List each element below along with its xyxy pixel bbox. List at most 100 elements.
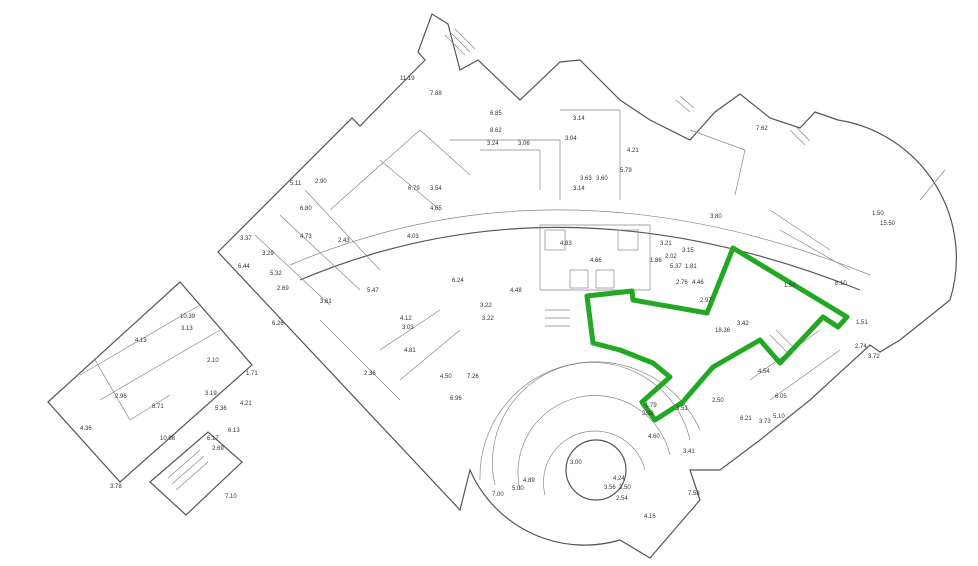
selected-area-highlight[interactable]	[584, 245, 850, 423]
dimension-label: 5.10	[773, 414, 785, 420]
dimension-label: 3.41	[683, 449, 695, 455]
dimension-label: 2.38	[642, 411, 654, 417]
dimension-label: 8.71	[152, 404, 164, 410]
dimension-label: 7.10	[225, 494, 237, 500]
dimension-label: 7.00	[492, 492, 504, 498]
dimension-label: 5.00	[512, 486, 524, 492]
dimension-label: 3.24	[487, 141, 499, 147]
dimension-label: 2.50	[712, 398, 724, 404]
dimension-label: 4.46	[692, 280, 704, 286]
dimension-label: 4.21	[627, 148, 639, 154]
annex-interior-walls	[79, 304, 221, 421]
dimension-label: 2.96	[115, 394, 127, 400]
dimension-label: 4.16	[644, 514, 656, 520]
dimension-label: 3.03	[402, 325, 414, 331]
dimension-label: 3.14	[573, 116, 585, 122]
dimension-label: 3.29	[262, 251, 274, 257]
dimension-label: 4.50	[440, 374, 452, 380]
dimension-label: 3.04	[565, 136, 577, 142]
dimension-label: 3.51	[676, 406, 688, 412]
dimension-label: 3.54	[430, 186, 442, 192]
dimension-label: 5.79	[620, 168, 632, 174]
dimension-label: 5.36	[215, 406, 227, 412]
dimension-label: 4.36	[80, 426, 92, 432]
dimension-label: 2.36	[364, 371, 376, 377]
dimension-label: 3.73	[759, 419, 771, 425]
dimension-label: 6.05	[775, 394, 787, 400]
main-building	[217, 13, 957, 559]
dimension-label: 8.62	[490, 128, 502, 134]
dimension-label: 3.60	[596, 176, 608, 182]
dimension-label: 4.65	[430, 206, 442, 212]
dimension-label: 5.37	[670, 264, 682, 270]
inner-curved-corridor-wall	[299, 226, 861, 291]
dimension-label: 10.98	[160, 436, 176, 442]
dimension-label: 7.58	[688, 491, 700, 497]
dimension-label: 1.81	[685, 264, 697, 270]
dimension-label: 2.10	[207, 358, 219, 364]
dimension-label: 2.97	[700, 298, 712, 304]
dimension-label: 2.74	[855, 344, 867, 350]
dimension-label: 15.50	[880, 221, 896, 227]
dimension-label: 3.37	[240, 236, 252, 242]
dimension-label: 4.13	[135, 338, 147, 344]
dimension-label: 4.81	[404, 348, 416, 354]
dimension-label: 3.56	[604, 485, 616, 491]
dimension-label: 6.13	[228, 428, 240, 434]
dimension-label: 3.06	[518, 141, 530, 147]
dimension-label: 3.22	[482, 316, 494, 322]
outer-curved-corridor-wall	[289, 209, 871, 276]
dimension-label: 1.50	[872, 211, 884, 217]
annex-building	[47, 281, 253, 516]
dimension-label: 6.79	[408, 186, 420, 192]
dimension-label: 3.22	[480, 303, 492, 309]
dimension-label: 3.61	[320, 299, 332, 305]
elevator-shaft	[544, 229, 566, 251]
dimension-label: 2.69	[277, 286, 289, 292]
dimension-label: 4.03	[407, 234, 419, 240]
dimension-label: 8.10	[835, 281, 847, 287]
dimension-label: 11.19	[400, 76, 415, 82]
central-rotunda	[565, 439, 627, 501]
annex-outline	[47, 281, 253, 483]
dimension-label: 4.66	[590, 258, 602, 264]
dimension-label: 3.50	[619, 485, 631, 491]
dimension-label: 6.21	[740, 416, 752, 422]
dimension-label: 1.50	[784, 283, 796, 289]
dimension-label: 4.60	[648, 434, 660, 440]
dimension-label: 4.21	[240, 401, 252, 407]
dimension-label: 1.86	[650, 258, 662, 264]
dimension-label: 6.80	[300, 206, 312, 212]
dimension-label: 6.44	[238, 264, 250, 270]
dimension-label: 6.24	[452, 278, 464, 284]
dimension-label: 4.24	[613, 476, 625, 482]
dimension-label: 3.13	[181, 326, 193, 332]
dimension-label: 3.19	[205, 391, 217, 397]
dimension-label: 2.90	[315, 179, 327, 185]
stairs	[444, 28, 811, 356]
dimension-label: 7.26	[467, 374, 479, 380]
interior-walls	[254, 109, 946, 401]
dimension-label: 2.76	[676, 280, 688, 286]
dimension-label: 3.63	[580, 176, 592, 182]
dimension-label: 4.48	[510, 288, 522, 294]
dimension-label: 4.12	[400, 316, 412, 322]
dimension-label: 6.17	[207, 436, 219, 442]
dimension-label: 6.96	[450, 396, 462, 402]
dimension-label: 3.80	[710, 214, 722, 220]
elevator-shaft	[617, 229, 639, 251]
auditorium-arcs	[479, 361, 701, 496]
dimension-label: 4.89	[523, 478, 535, 484]
dimension-label: 7.88	[430, 91, 442, 97]
dimension-label: 2.69	[212, 446, 224, 452]
dimension-label: 3.42	[737, 321, 749, 327]
dimension-label: 1.71	[246, 371, 258, 377]
dimension-label: 3.14	[573, 186, 585, 192]
dimension-label: 4.73	[300, 234, 312, 240]
dimension-label: 2.54	[616, 496, 628, 502]
dimension-label: 1.79	[645, 403, 657, 409]
dimension-label: 18.36	[715, 328, 731, 334]
dimension-label: 1.51	[856, 320, 868, 326]
dimension-label: 10.39	[180, 314, 196, 320]
